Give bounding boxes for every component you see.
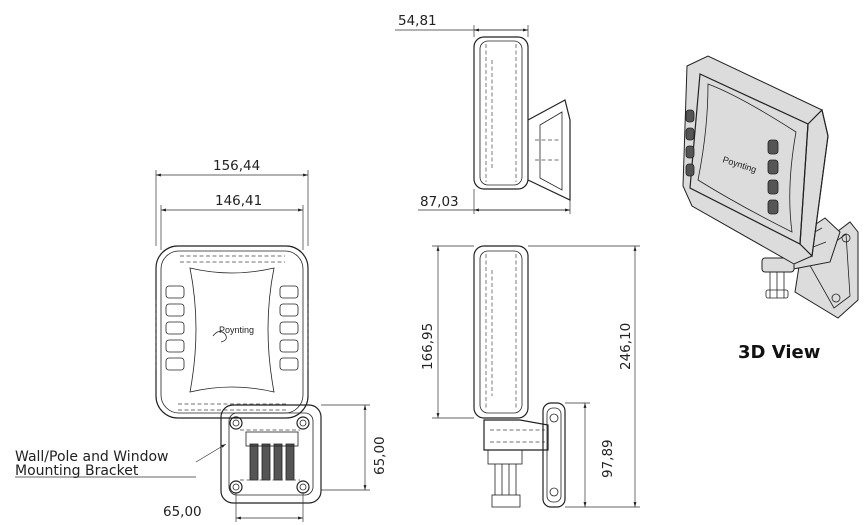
3d-view: Poynting [682, 55, 859, 319]
front-bracket [220, 404, 322, 504]
dim-depth-top: 54,81 [398, 13, 437, 29]
top-dimensions: 54,81 87,03 [395, 13, 571, 214]
callout-line1: Wall/Pole and Window [15, 449, 168, 465]
dim-bracket-width: 65,00 [163, 504, 202, 520]
callout-line2: Mounting Bracket [15, 463, 139, 479]
brand-text-front: Poynting [219, 325, 254, 335]
side-dimensions: 166,95 246,10 97,89 [420, 245, 640, 508]
front-brand-logo: Poynting [212, 325, 254, 343]
dim-bracket-height-side: 97,89 [600, 439, 616, 478]
dim-body-height: 166,95 [420, 323, 436, 370]
dim-bracket-height-front: 65,00 [372, 436, 388, 475]
dim-overall-height: 246,10 [618, 323, 634, 370]
dim-overall-width: 156,44 [213, 158, 260, 174]
front-view: Poynting [155, 245, 322, 504]
front-dimensions: 156,44 146,41 65,00 65,00 [155, 158, 388, 522]
front-antenna-body [155, 245, 309, 419]
top-view [473, 36, 571, 201]
3d-view-title: 3D View [738, 342, 820, 363]
bracket-callout: Wall/Pole and Window Mounting Bracket [15, 443, 227, 479]
dim-face-width: 146,41 [215, 193, 262, 209]
dim-depth-with-bracket: 87,03 [420, 194, 459, 210]
side-view [473, 245, 566, 508]
